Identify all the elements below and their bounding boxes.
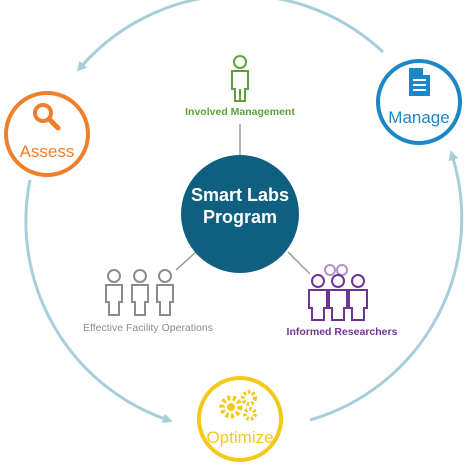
center-title-line1: Smart Labs — [190, 185, 290, 205]
manage-node — [376, 59, 462, 145]
management-person-icon — [231, 55, 249, 102]
magnifier-icon — [33, 103, 61, 131]
operations-label: Effective Facility Operations — [83, 322, 213, 334]
center-circle — [181, 155, 299, 273]
optimize-node — [197, 376, 283, 462]
operations-people-icon — [105, 269, 174, 316]
researchers-label: Informed Researchers — [286, 326, 398, 338]
researchers-people-icon — [308, 264, 368, 321]
optimize-label: Optimize — [206, 428, 274, 447]
gears-icon — [219, 390, 257, 421]
connector-researchers — [287, 251, 311, 275]
connector-operations — [175, 251, 197, 271]
cycle-arrow-right — [309, 150, 464, 422]
document-icon — [409, 68, 430, 96]
manage-label: Manage — [388, 108, 450, 127]
management-label: Involved Management — [185, 106, 295, 118]
center-title-line2: Program — [202, 207, 278, 227]
assess-node — [4, 91, 90, 177]
cycle-arrow-left — [24, 179, 173, 424]
cycle-arrow-top — [76, 0, 385, 72]
assess-label: Assess — [19, 142, 75, 161]
center-title: Smart Labs Program — [178, 184, 302, 228]
